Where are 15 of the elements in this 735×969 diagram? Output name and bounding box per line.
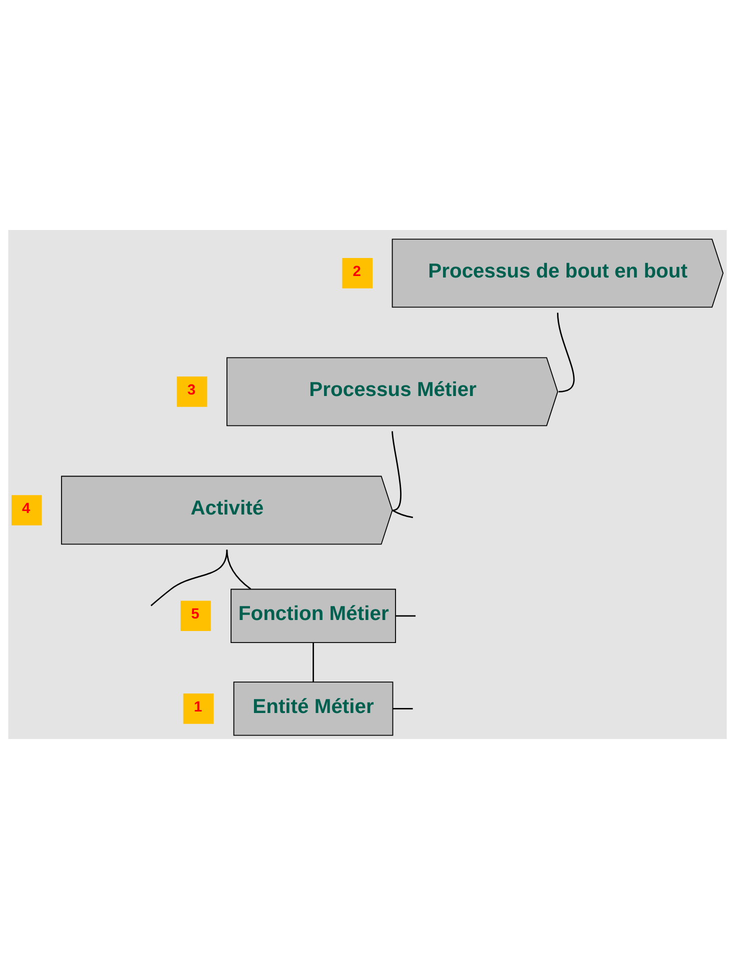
node-box: 3 [176,376,208,407]
node-box: 2 [342,258,373,288]
connector [226,550,252,590]
node-box: 4 [11,495,42,526]
connector [312,642,314,682]
connector [557,312,575,392]
node-box: 1 [183,694,214,724]
connector [396,615,416,617]
node-box: Entité Métier [233,682,394,736]
connector [392,431,402,511]
connector [392,708,413,710]
node-box: Fonction Métier [230,588,396,643]
connector [392,510,414,518]
node-box: 5 [180,600,211,632]
connector [150,550,228,606]
